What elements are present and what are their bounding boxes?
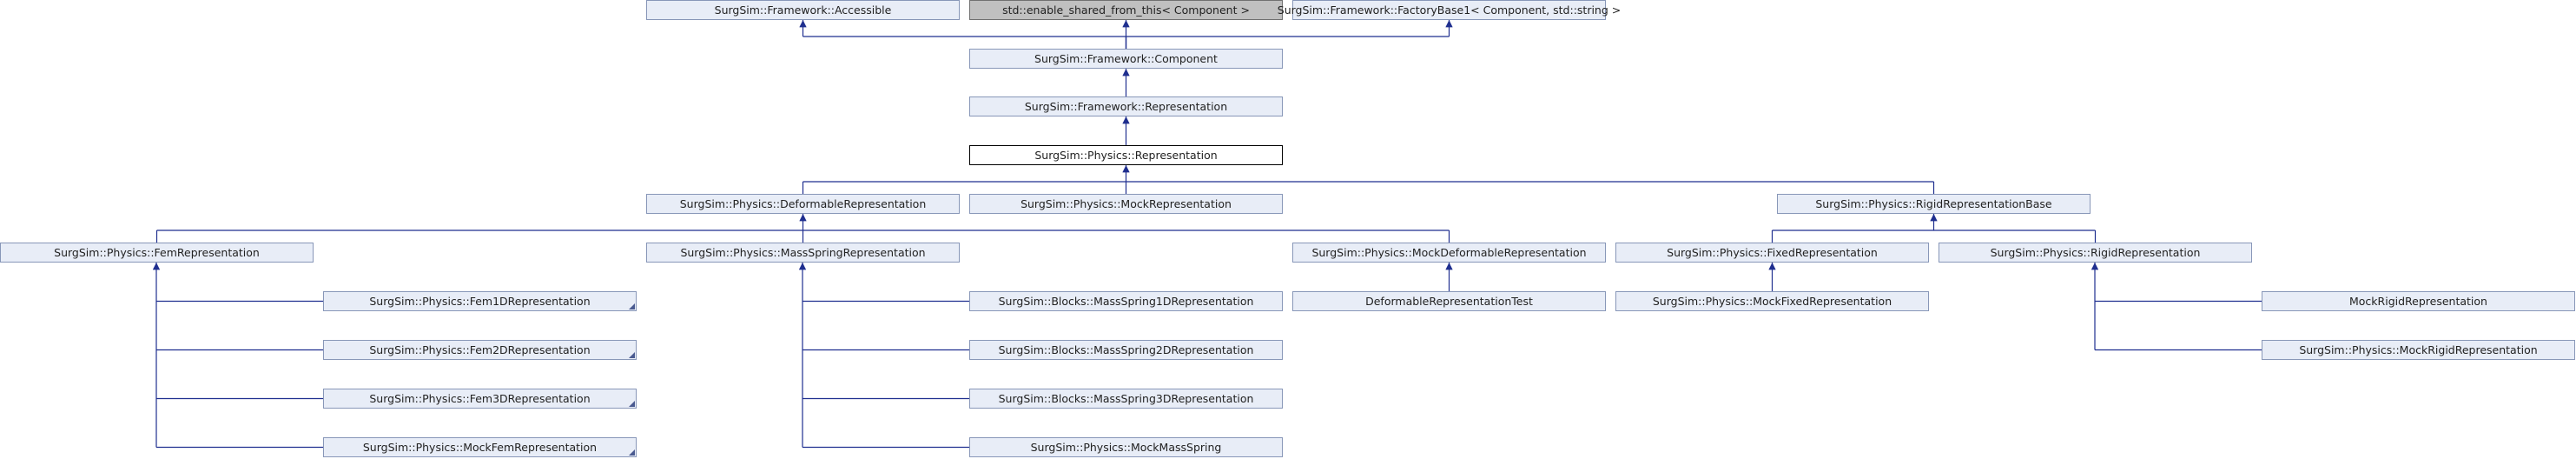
class-node-massspring3d[interactable]: SurgSim::Blocks::MassSpring3DRepresentat…: [969, 389, 1283, 409]
class-node-rigid-representation-base[interactable]: SurgSim::Physics::RigidRepresentationBas…: [1777, 194, 2091, 214]
class-node-label: SurgSim::Framework::Component: [1034, 52, 1218, 65]
class-node-fixed-representation[interactable]: SurgSim::Physics::FixedRepresentation: [1615, 243, 1929, 263]
class-node-physics-representation: SurgSim::Physics::Representation: [969, 145, 1283, 165]
class-node-fem-representation[interactable]: SurgSim::Physics::FemRepresentation: [0, 243, 314, 263]
class-node-massspring1d[interactable]: SurgSim::Blocks::MassSpring1DRepresentat…: [969, 291, 1283, 311]
class-node-mock-rigid-representation-plain[interactable]: MockRigidRepresentation: [2262, 291, 2575, 311]
more-subclasses-corner-icon: [629, 401, 635, 407]
class-node-label: SurgSim::Blocks::MassSpring3DRepresentat…: [998, 392, 1254, 405]
class-node-label: SurgSim::Physics::FixedRepresentation: [1667, 246, 1878, 259]
class-node-label: SurgSim::Blocks::MassSpring1DRepresentat…: [998, 295, 1254, 308]
class-node-label: SurgSim::Physics::MassSpringRepresentati…: [680, 246, 926, 259]
class-node-label: SurgSim::Physics::MockDeformableRepresen…: [1311, 246, 1587, 259]
class-node-component[interactable]: SurgSim::Framework::Component: [969, 49, 1283, 69]
class-node-fw-representation[interactable]: SurgSim::Framework::Representation: [969, 96, 1283, 116]
class-node-accessible[interactable]: SurgSim::Framework::Accessible: [646, 0, 960, 20]
more-subclasses-corner-icon: [629, 449, 635, 456]
class-node-label: std::enable_shared_from_this< Component …: [1002, 3, 1250, 17]
class-node-mock-mass-spring[interactable]: SurgSim::Physics::MockMassSpring: [969, 437, 1283, 457]
class-node-label: SurgSim::Physics::MockMassSpring: [1030, 441, 1222, 454]
class-node-label: SurgSim::Physics::Fem1DRepresentation: [369, 295, 591, 308]
class-node-fem1d[interactable]: SurgSim::Physics::Fem1DRepresentation: [323, 291, 637, 311]
class-node-factorybase1[interactable]: SurgSim::Framework::FactoryBase1< Compon…: [1278, 0, 1621, 20]
class-node-label: SurgSim::Physics::Fem2DRepresentation: [369, 343, 591, 356]
class-node-label: SurgSim::Physics::MockFemRepresentation: [362, 441, 598, 454]
class-node-mock-rigid-representation[interactable]: SurgSim::Physics::MockRigidRepresentatio…: [2262, 340, 2575, 360]
class-node-label: SurgSim::Physics::MockRigidRepresentatio…: [2299, 343, 2538, 356]
class-node-label: SurgSim::Framework::FactoryBase1< Compon…: [1277, 3, 1622, 17]
class-node-label: MockRigidRepresentation: [2349, 295, 2487, 308]
class-node-mock-fixed-representation[interactable]: SurgSim::Physics::MockFixedRepresentatio…: [1615, 291, 1929, 311]
class-node-rigid-representation[interactable]: SurgSim::Physics::RigidRepresentation: [1939, 243, 2252, 263]
class-node-label: SurgSim::Physics::FemRepresentation: [54, 246, 260, 259]
class-node-label: SurgSim::Physics::DeformableRepresentati…: [679, 197, 927, 210]
class-node-label: SurgSim::Framework::Accessible: [714, 3, 892, 17]
class-node-mock-deformable-representation[interactable]: SurgSim::Physics::MockDeformableRepresen…: [1292, 243, 1606, 263]
class-node-label: SurgSim::Framework::Representation: [1024, 100, 1228, 113]
class-node-label: SurgSim::Blocks::MassSpring2DRepresentat…: [998, 343, 1254, 356]
class-node-label: SurgSim::Physics::RigidRepresentation: [1990, 246, 2201, 259]
class-node-mass-spring-representation[interactable]: SurgSim::Physics::MassSpringRepresentati…: [646, 243, 960, 263]
class-node-mock-representation[interactable]: SurgSim::Physics::MockRepresentation: [969, 194, 1283, 214]
class-node-massspring2d[interactable]: SurgSim::Blocks::MassSpring2DRepresentat…: [969, 340, 1283, 360]
class-node-label: SurgSim::Physics::MockRepresentation: [1020, 197, 1232, 210]
more-subclasses-corner-icon: [629, 303, 635, 309]
class-node-deformable-representation[interactable]: SurgSim::Physics::DeformableRepresentati…: [646, 194, 960, 214]
class-node-label: SurgSim::Physics::Fem3DRepresentation: [369, 392, 591, 405]
class-node-mock-fem[interactable]: SurgSim::Physics::MockFemRepresentation: [323, 437, 637, 457]
class-node-fem2d[interactable]: SurgSim::Physics::Fem2DRepresentation: [323, 340, 637, 360]
class-node-deformable-representation-test[interactable]: DeformableRepresentationTest: [1292, 291, 1606, 311]
class-node-label: DeformableRepresentationTest: [1365, 295, 1533, 308]
class-node-label: SurgSim::Physics::RigidRepresentationBas…: [1815, 197, 2052, 210]
more-subclasses-corner-icon: [629, 352, 635, 358]
class-node-fem3d[interactable]: SurgSim::Physics::Fem3DRepresentation: [323, 389, 637, 409]
class-node-enable-shared[interactable]: std::enable_shared_from_this< Component …: [969, 0, 1283, 20]
class-node-label: SurgSim::Physics::MockFixedRepresentatio…: [1652, 295, 1892, 308]
class-node-label: SurgSim::Physics::Representation: [1034, 149, 1218, 162]
